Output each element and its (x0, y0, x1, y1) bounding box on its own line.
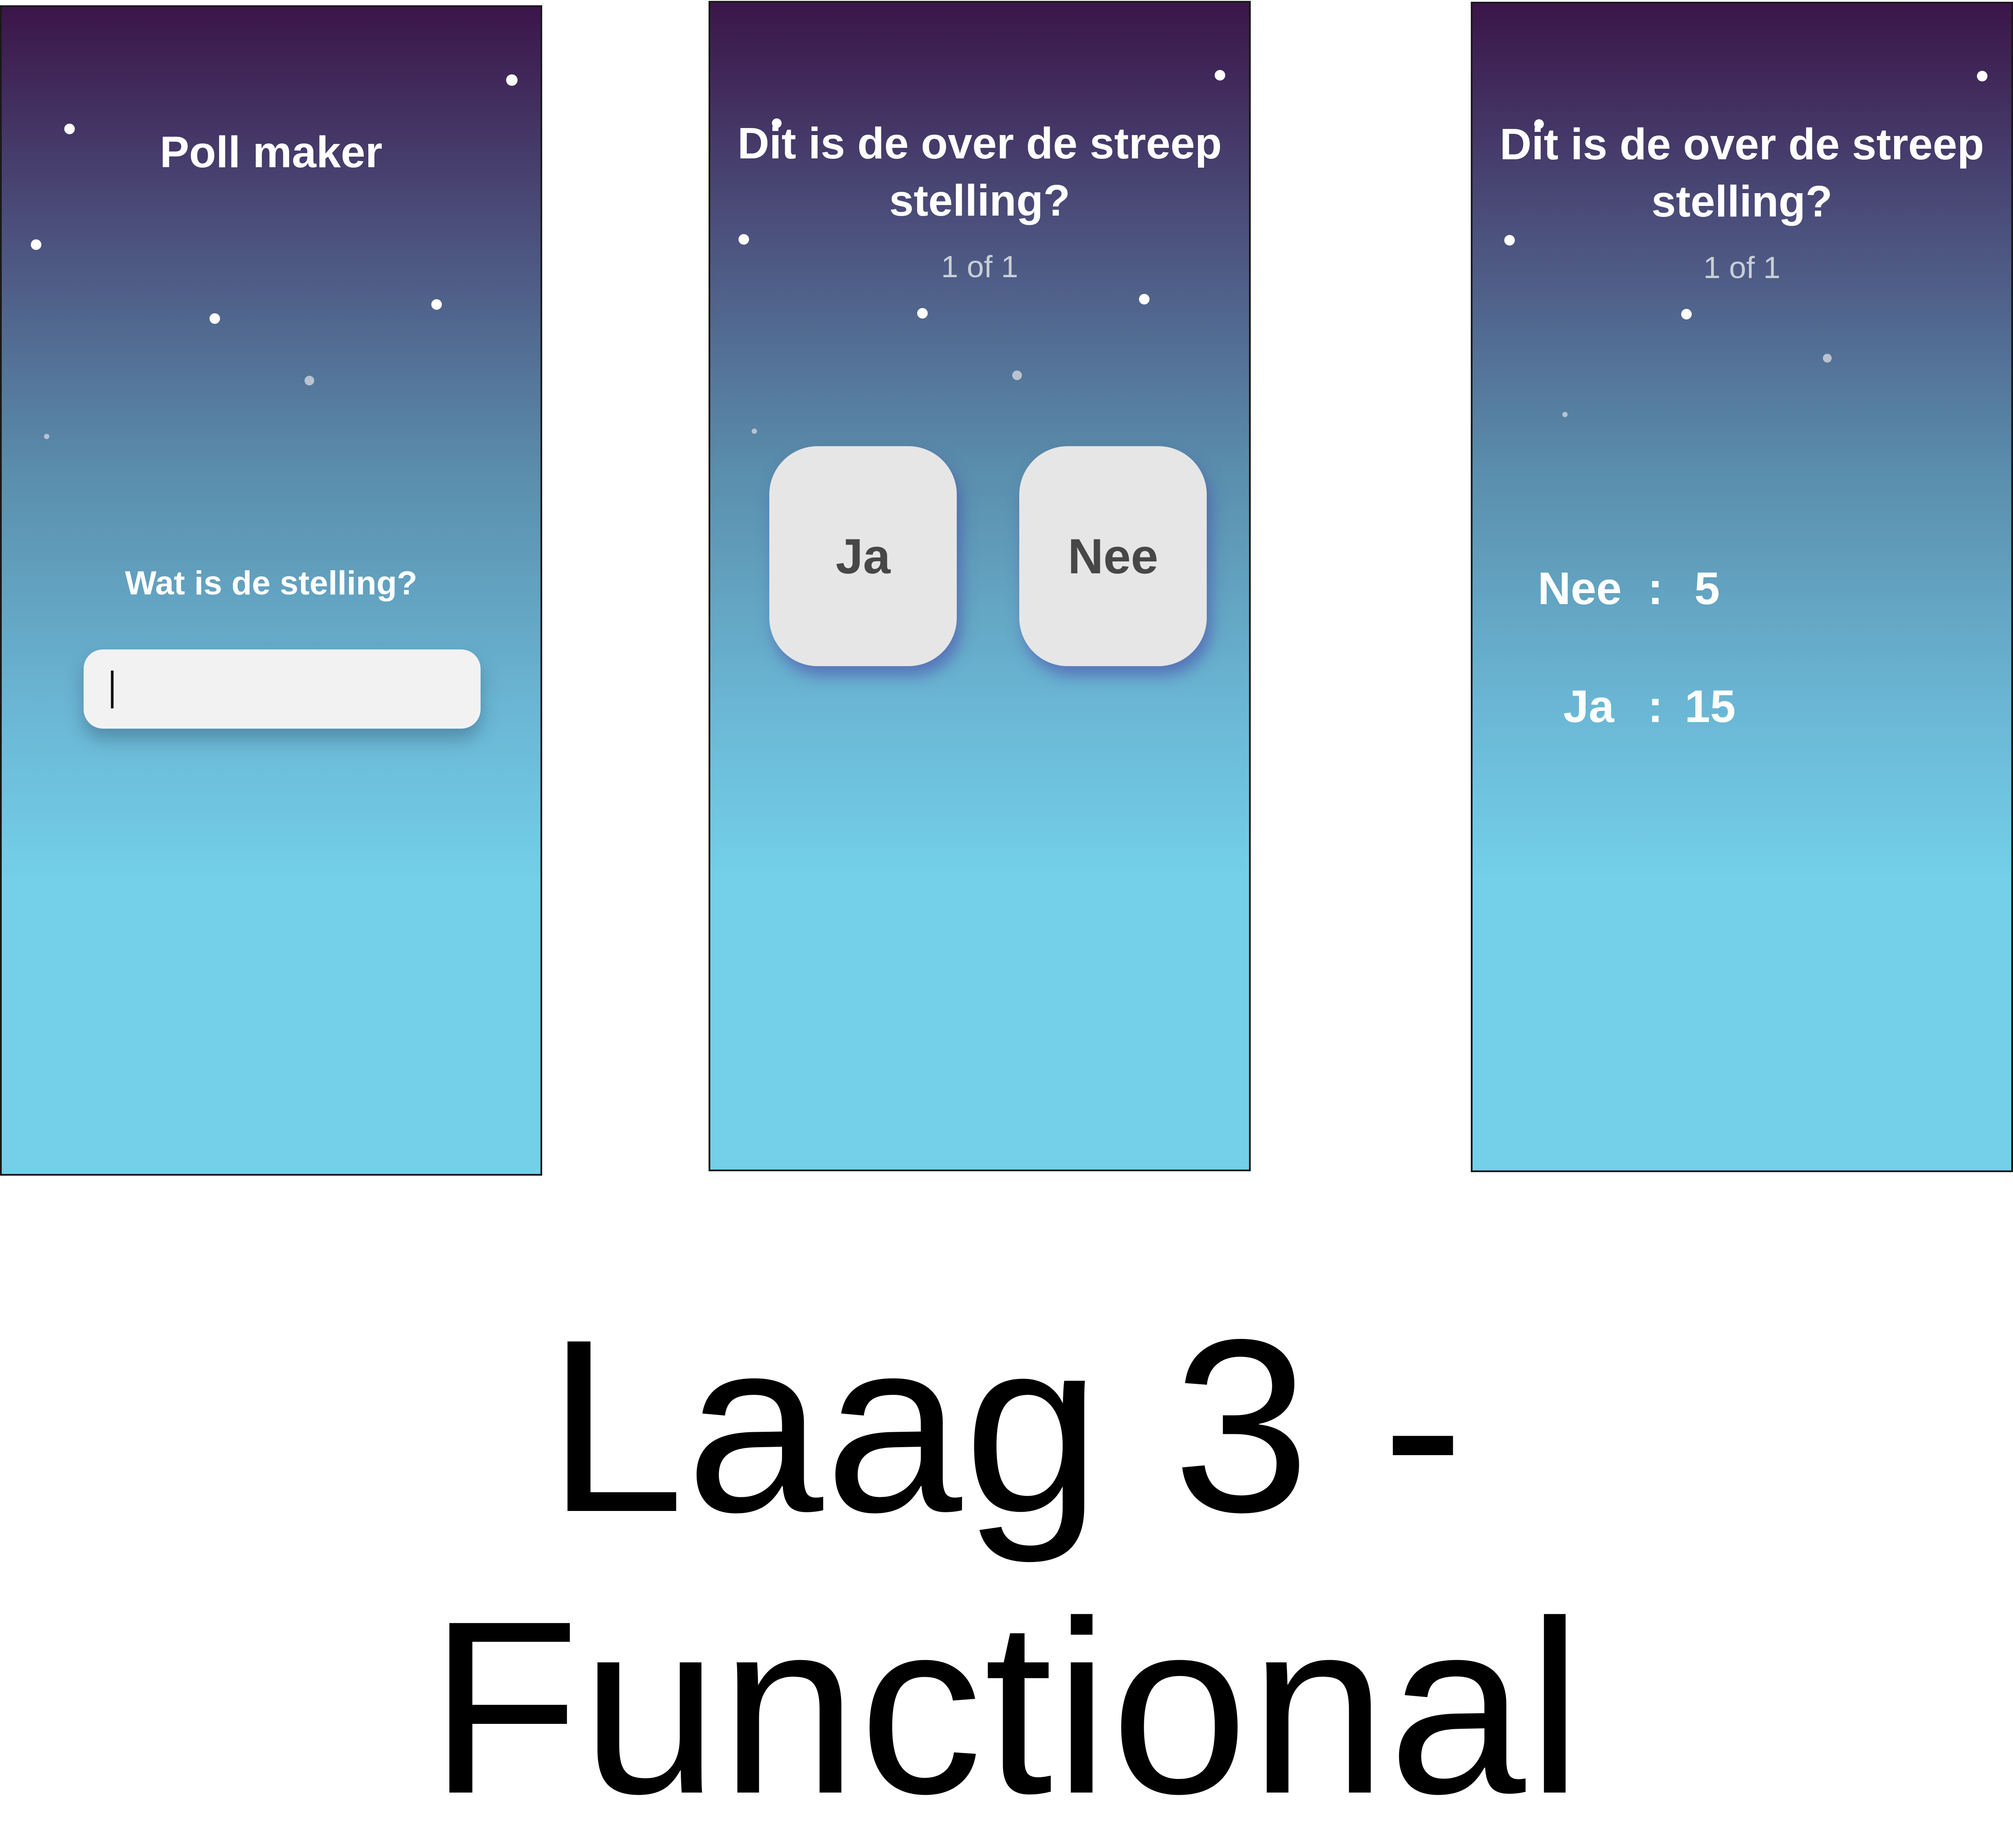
star-icon (305, 376, 314, 385)
star-icon (772, 118, 782, 128)
star-icon (1012, 370, 1022, 380)
star-icon (1681, 309, 1692, 319)
star-icon (209, 313, 220, 324)
question-counter: 1 of 1 (941, 249, 1018, 284)
star-icon (917, 308, 928, 319)
star-icon (1534, 119, 1544, 129)
result-label: Ja (1563, 681, 1614, 732)
result-separator: : (1648, 681, 1663, 732)
result-separator: : (1648, 563, 1663, 614)
statement-input[interactable] (84, 649, 481, 729)
poll-question: Dit is de over de streep stelling? (1499, 120, 1984, 226)
prompt-label: Wat is de stelling? (125, 565, 418, 602)
star-icon (31, 239, 41, 250)
star-icon (1215, 70, 1225, 81)
result-count: 5 (1694, 563, 1720, 614)
star-icon (1139, 294, 1150, 304)
result-count: 15 (1685, 681, 1736, 732)
slide-caption: Laag 3 - Functional (429, 1288, 1584, 1845)
poll-question: Dit is de over de streep stelling? (737, 119, 1222, 225)
yes-button[interactable]: Ja (769, 446, 957, 666)
star-icon (738, 234, 749, 245)
star-icon (1562, 412, 1568, 417)
results-screen: Dit is de over de streep stelling? 1 of … (1471, 2, 2013, 1172)
star-icon (1504, 235, 1515, 246)
poll-maker-screen: Poll maker Wat is de stelling? (0, 5, 542, 1176)
star-icon (506, 74, 518, 86)
vote-screen: Dit is de over de streep stelling? 1 of … (709, 1, 1251, 1171)
star-icon (431, 299, 442, 310)
question-counter: 1 of 1 (1703, 250, 1781, 285)
star-icon (44, 434, 49, 439)
star-icon (1977, 71, 1987, 81)
no-button[interactable]: Nee (1019, 446, 1207, 666)
page-title: Poll maker (160, 128, 382, 177)
star-icon (1823, 354, 1832, 363)
text-cursor (111, 671, 114, 708)
star-icon (64, 124, 75, 134)
result-label: Nee (1538, 563, 1622, 614)
star-icon (752, 429, 757, 434)
